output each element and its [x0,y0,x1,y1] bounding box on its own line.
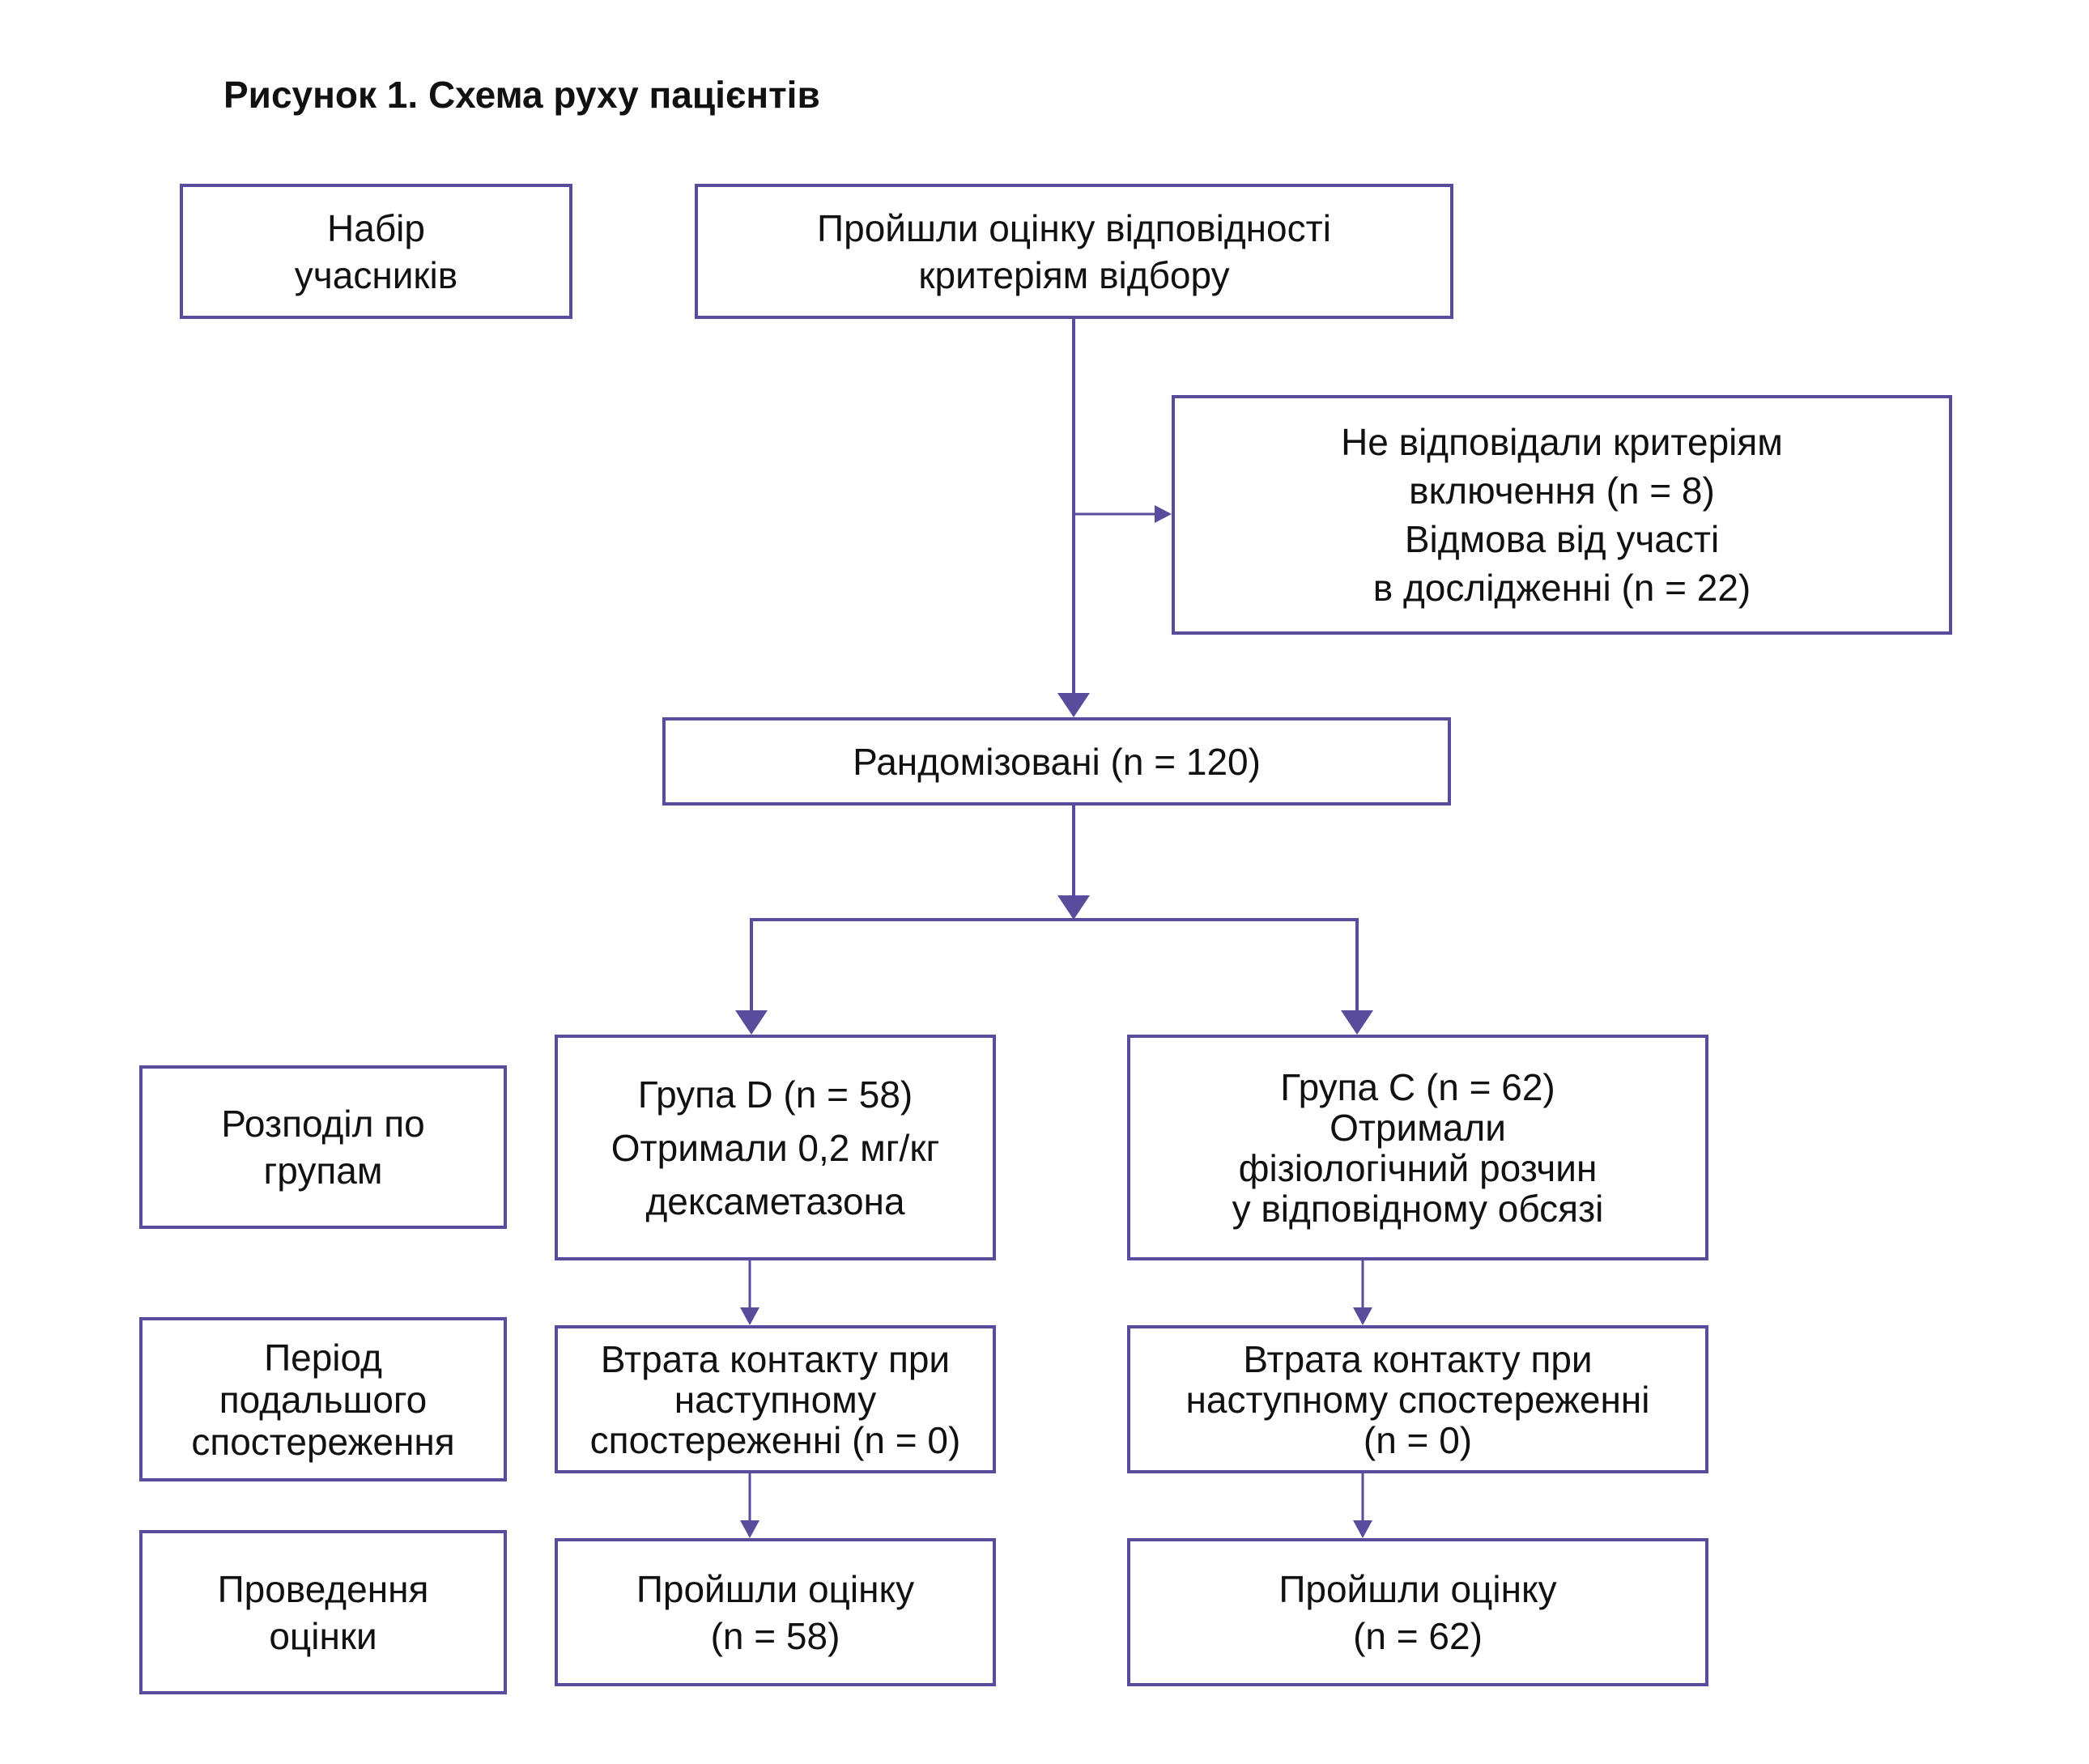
node-analysed-c: Пройшли оцінку (n = 62) [1127,1538,1708,1686]
stage-analysis-line: оцінки [269,1614,377,1657]
node-lost-follow-up-d: Втрата контакту при наступному спостереж… [555,1325,996,1473]
node-text-line: наступному спостереженні [1185,1378,1650,1421]
arrowhead-excluded [1155,505,1172,523]
node-text-line: Пройшли оцінку [1279,1567,1557,1610]
arrowhead-group-d [735,1010,768,1035]
node-text-line: у відповідному обсязі [1232,1187,1604,1230]
node-text-line: Отримали 0,2 мг/кг [611,1126,940,1169]
node-text-line: Відмова від участі [1404,518,1720,560]
connector-branch [750,918,1359,1010]
stage-enrollment-line: учасників [294,253,458,296]
arrowhead-group-c [1341,1010,1373,1035]
node-lost-follow-up-c: Втрата контакту при наступному спостереж… [1127,1325,1708,1473]
arrowhead-analysed-d [740,1520,759,1538]
node-text-line: (n = 62) [1353,1614,1483,1657]
node-group-d: Група D (n = 58) Отримали 0,2 мг/кг декс… [555,1035,996,1260]
arrowhead-analysed-c [1353,1520,1372,1538]
stage-allocation-line: Розподіл по [221,1103,425,1145]
node-text-line: Отримали [1330,1106,1506,1149]
node-group-c: Група C (n = 62) Отримали фізіологічний … [1127,1035,1708,1260]
stage-follow-up-line: спостереження [191,1420,455,1463]
node-randomized: Рандомізовані (n = 120) [662,717,1451,805]
node-text-line: Група C (n = 62) [1280,1065,1555,1108]
node-analysed-d: Пройшли оцінку (n = 58) [555,1538,996,1686]
node-assessed-for-eligibility: Пройшли оцінку відповідності критеріям в… [695,184,1453,319]
arrowhead-randomized [1057,693,1090,717]
arrowhead-lost-c [1353,1307,1372,1325]
node-excluded: Не відповідали критеріям включення (n = … [1172,395,1952,635]
node-text-line: в дослідженні (n = 22) [1372,567,1751,609]
stage-enrollment-line: Набір [327,206,425,249]
node-text-line: (n = 58) [710,1614,840,1657]
stage-analysis-line: Проведення [217,1567,429,1610]
arrowhead-lost-d [740,1307,759,1325]
node-text-line: спостереженні (n = 0) [589,1418,961,1461]
stage-enrollment: Набір учасників [180,184,572,319]
node-text-line: критеріям відбору [918,253,1230,296]
stage-analysis: Проведення оцінки [139,1530,507,1694]
stage-allocation-line: групам [263,1150,383,1192]
node-text-line: (n = 0) [1363,1418,1473,1461]
node-text-line: Рандомізовані (n = 120) [853,740,1261,783]
node-text-line: включення (n = 8) [1409,470,1715,512]
node-text-line: Пройшли оцінку [636,1567,915,1610]
node-text-line: Втрата контакту при [1243,1337,1593,1380]
stage-allocation: Розподіл по групам [139,1065,507,1229]
node-text-line: фізіологічний розчин [1238,1146,1598,1189]
node-text-line: Пройшли оцінку відповідності [817,206,1331,249]
node-text-line: Група D (n = 58) [637,1073,913,1116]
stage-follow-up-line: Період [264,1336,382,1379]
node-text-line: дексаметазона [645,1180,905,1222]
node-text-line: Втрата контакту при [600,1337,951,1380]
node-text-line: Не відповідали критеріям [1341,421,1783,463]
arrowhead-branch [1057,895,1090,920]
stage-follow-up: Період подальшого спостереження [139,1317,507,1481]
figure-title: Рисунок 1. Схема руху пацієнтів [223,74,820,116]
node-text-line: наступному [674,1378,877,1421]
stage-follow-up-line: подальшого [219,1378,428,1421]
